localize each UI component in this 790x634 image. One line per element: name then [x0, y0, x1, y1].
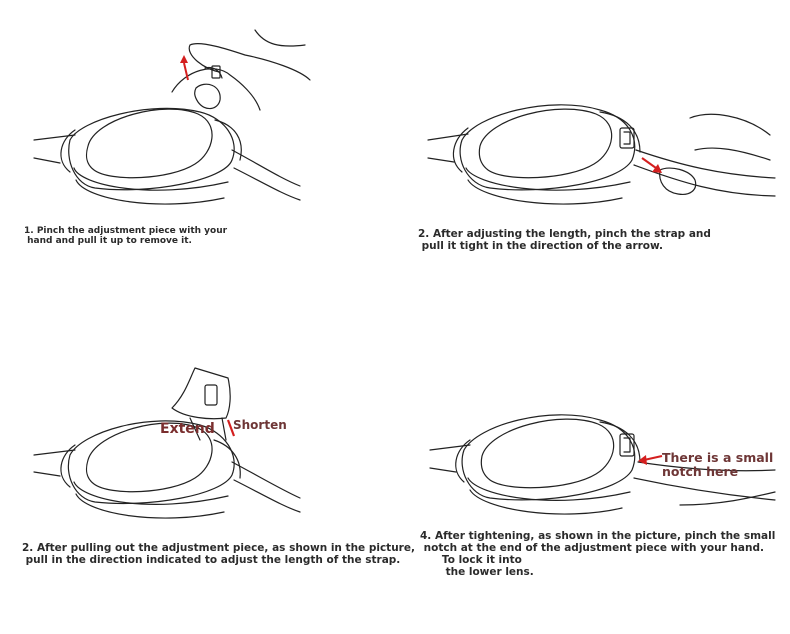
- goggle-lens: [478, 108, 613, 179]
- pull-arrow: [641, 157, 662, 173]
- adjustment-piece: [171, 367, 231, 420]
- adjust-arrow: [226, 419, 236, 437]
- hand: [659, 167, 697, 195]
- pull-up-arrow: [180, 55, 189, 81]
- goggle-frame: [459, 104, 636, 191]
- goggle-frame: [67, 420, 235, 505]
- shorten-label: Shorten: [233, 418, 287, 432]
- step-2-caption: 2. After adjusting the length, pinch the…: [418, 228, 711, 253]
- extend-label: Extend: [160, 421, 215, 437]
- goggle-lens: [85, 108, 213, 179]
- notch-label: There is a small notch here: [662, 450, 774, 479]
- step-1-caption: 1. Pinch the adjustment piece with your …: [24, 226, 228, 247]
- goggle-lens: [480, 418, 615, 489]
- hand: [171, 29, 311, 111]
- step-3-caption: 2. After pulling out the adjustment piec…: [22, 542, 415, 567]
- step-4-caption: 4. After tightening, as shown in the pic…: [420, 530, 776, 579]
- goggle-frame: [461, 414, 636, 501]
- goggle-frame: [68, 107, 235, 191]
- goggle-lens: [85, 422, 213, 493]
- notch-arrow: [638, 455, 663, 465]
